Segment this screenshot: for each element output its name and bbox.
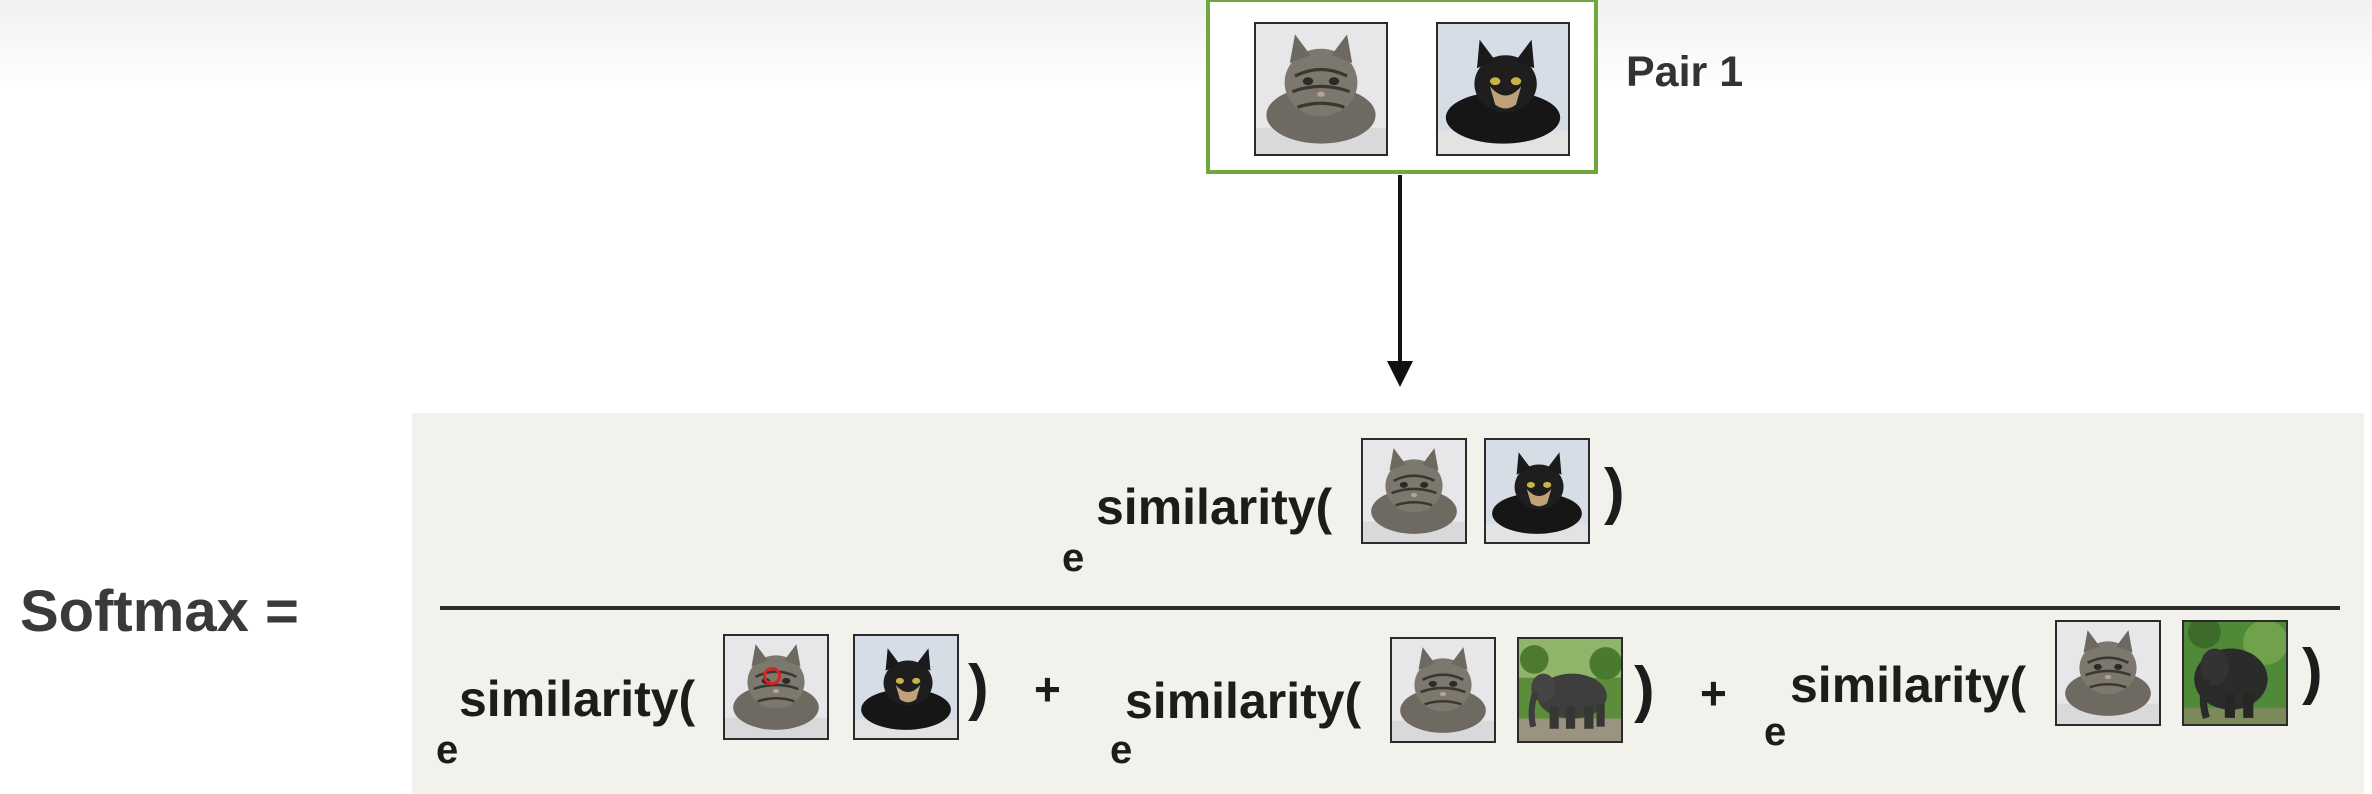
black-cat-image	[1436, 22, 1570, 156]
black-cat-image	[1484, 438, 1590, 544]
exp-base: e	[436, 728, 459, 772]
exp-base: e	[1764, 710, 1787, 754]
close-paren: )	[2302, 637, 2323, 706]
tabby-cat-image	[723, 634, 829, 740]
black-cat-image	[853, 634, 959, 740]
close-paren: )	[968, 653, 989, 722]
tabby-cat-image	[1254, 22, 1388, 156]
close-paren: )	[1634, 655, 1655, 724]
softmax-label: Softmax =	[20, 579, 299, 644]
tabby-cat-image	[2055, 620, 2161, 726]
close-paren: )	[1604, 457, 1625, 526]
elephant-image	[2182, 620, 2288, 726]
similarity-label: similarity(	[1096, 479, 1333, 535]
similarity-label: similarity(	[1790, 657, 2027, 713]
fraction-bar	[440, 606, 2340, 610]
cursor-indicator	[763, 667, 781, 685]
pair-box	[1206, 0, 1598, 174]
tabby-cat-image	[1361, 438, 1467, 544]
similarity-label: similarity(	[459, 671, 696, 727]
elephant-image	[1517, 637, 1623, 743]
similarity-label: similarity(	[1125, 673, 1362, 729]
exp-base: e	[1062, 536, 1085, 580]
tabby-cat-image	[1390, 637, 1496, 743]
exp-base: e	[1110, 728, 1133, 772]
pair-label: Pair 1	[1626, 48, 1744, 96]
down-arrow	[1387, 175, 1413, 387]
plus-sign: +	[1034, 663, 1061, 715]
plus-sign: +	[1700, 667, 1727, 719]
